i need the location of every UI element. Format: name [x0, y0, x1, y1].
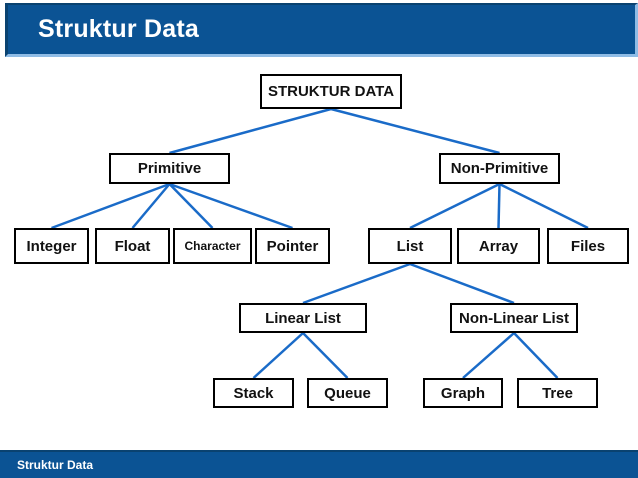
node-graph: Graph [423, 378, 503, 408]
node-primitive: Primitive [109, 153, 230, 184]
edge-list-nonlinearlist [409, 262, 515, 305]
edge-linearlist-stack [252, 332, 304, 379]
node-non-linear-list: Non-Linear List [450, 303, 578, 333]
footer-bar: Struktur Data [0, 450, 638, 478]
node-stack: Stack [213, 378, 294, 408]
edge-nonprimitive-files [498, 182, 589, 230]
page-title: Struktur Data [38, 15, 199, 43]
node-linear-list: Linear List [239, 303, 367, 333]
node-non-primitive: Non-Primitive [439, 153, 560, 184]
edge-strukturdata-nonprimitive [330, 107, 500, 155]
edge-nonprimitive-list [409, 182, 501, 230]
edge-linearlist-queue [302, 332, 349, 379]
edge-strukturdata-primitive [169, 107, 332, 155]
edge-nonlinearlist-tree [513, 332, 559, 379]
edge-nonprimitive-array [497, 183, 501, 229]
node-list: List [368, 228, 452, 264]
node-float: Float [95, 228, 170, 264]
node-files: Files [547, 228, 629, 264]
node-integer: Integer [14, 228, 89, 264]
node-queue: Queue [307, 378, 388, 408]
edge-list-linearlist [302, 262, 411, 305]
node-character: Character [173, 228, 252, 264]
node-array: Array [457, 228, 540, 264]
node-pointer: Pointer [255, 228, 330, 264]
footer-label: Struktur Data [17, 458, 94, 472]
edge-nonlinearlist-graph [462, 332, 515, 379]
header-bar: Struktur Data [5, 3, 638, 57]
edge-primitive-character [168, 183, 214, 229]
node-struktur-data: STRUKTUR DATA [260, 74, 402, 109]
node-tree: Tree [517, 378, 598, 408]
edge-primitive-float [131, 183, 171, 229]
edge-primitive-pointer [169, 182, 293, 230]
edge-primitive-integer [51, 182, 170, 230]
